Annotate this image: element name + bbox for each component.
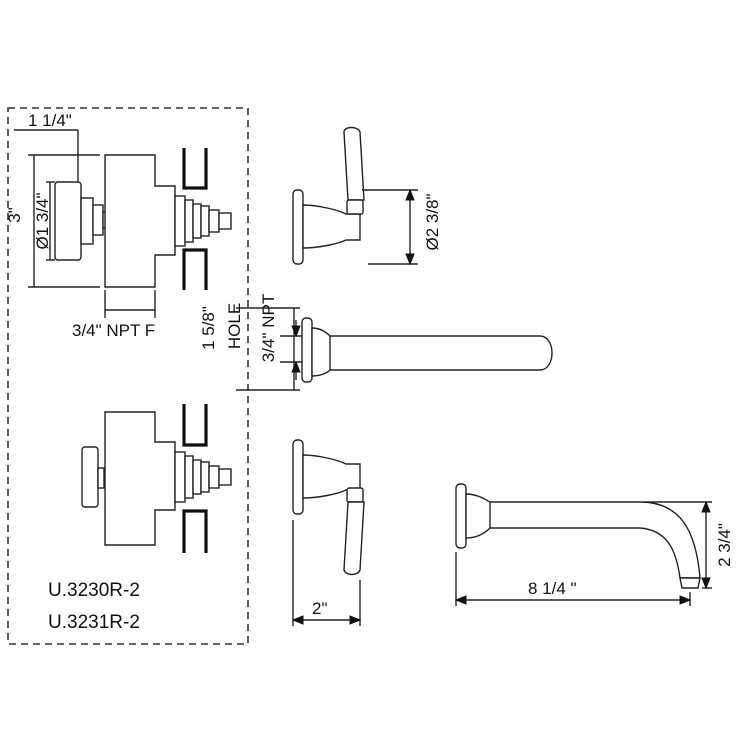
handle-top-view xyxy=(292,126,365,265)
model-number-1: U.3230R-2 xyxy=(48,580,140,601)
dim-supply-thread: 3/4" NPT xyxy=(259,294,302,380)
dim-rough-inlet: 3/4" NPT F xyxy=(72,290,156,340)
dim-hole-size-label: 1 5/8" xyxy=(199,306,218,350)
rough-valve-top-bracket-lower xyxy=(182,248,208,290)
rough-valve-bottom-bracket-upper xyxy=(182,404,208,447)
dim-handle-projection-label: 2" xyxy=(312,599,328,618)
handle-top-flange xyxy=(292,189,304,265)
handle-bottom-view xyxy=(292,439,365,576)
dim-rough-flange-offset: 1 1/4" xyxy=(14,111,79,182)
handle-bottom-lever xyxy=(343,501,365,576)
rough-valve-bottom-body xyxy=(104,411,176,546)
handle-top-lever xyxy=(343,126,365,201)
dim-handle-projection: 2" xyxy=(291,520,362,626)
rough-in-boundary-box xyxy=(7,107,249,645)
dim-hole-size: 1 5/8" HOLE xyxy=(199,303,300,391)
dim-handle-flange-diameter: Ø2 3/8" xyxy=(362,188,442,266)
dim-spout-length-label: 8 1/4 " xyxy=(528,579,577,598)
dim-rough-inlet-label: 3/4" NPT F xyxy=(72,321,155,340)
middle-spout-flange xyxy=(301,317,313,383)
dim-spout-length: 8 1/4 " xyxy=(454,552,692,606)
dim-rough-flange-diameter: Ø1 3/4" xyxy=(33,181,55,261)
spout-flange xyxy=(455,483,467,549)
dim-rough-flange-diameter-label: Ø1 3/4" xyxy=(33,192,52,249)
rough-valve-top-flange xyxy=(54,181,82,261)
middle-spout-view xyxy=(301,317,553,383)
rough-valve-bottom xyxy=(81,404,232,553)
rough-valve-bottom-bracket-lower xyxy=(182,509,208,553)
dim-spout-drop: 2 3/4" xyxy=(644,500,734,590)
dim-handle-flange-diameter-label: Ø2 3/8" xyxy=(423,193,442,250)
rough-valve-top xyxy=(54,148,232,290)
spout-side-view xyxy=(455,483,701,589)
rough-valve-top-body xyxy=(104,154,176,288)
model-number-2: U.3231R-2 xyxy=(48,612,140,633)
dim-supply-thread-label: 3/4" NPT xyxy=(259,294,278,362)
dim-rough-height: 3" xyxy=(5,154,100,288)
dim-rough-flange-offset-label: 1 1/4" xyxy=(28,111,72,130)
dim-hole-label: HOLE xyxy=(225,303,244,349)
dim-rough-height-label: 3" xyxy=(5,207,24,223)
handle-bottom-flange xyxy=(292,439,304,515)
spout-body xyxy=(465,493,701,579)
dim-spout-drop-label: 2 3/4" xyxy=(715,523,734,567)
rough-valve-top-bracket-upper xyxy=(182,148,208,190)
